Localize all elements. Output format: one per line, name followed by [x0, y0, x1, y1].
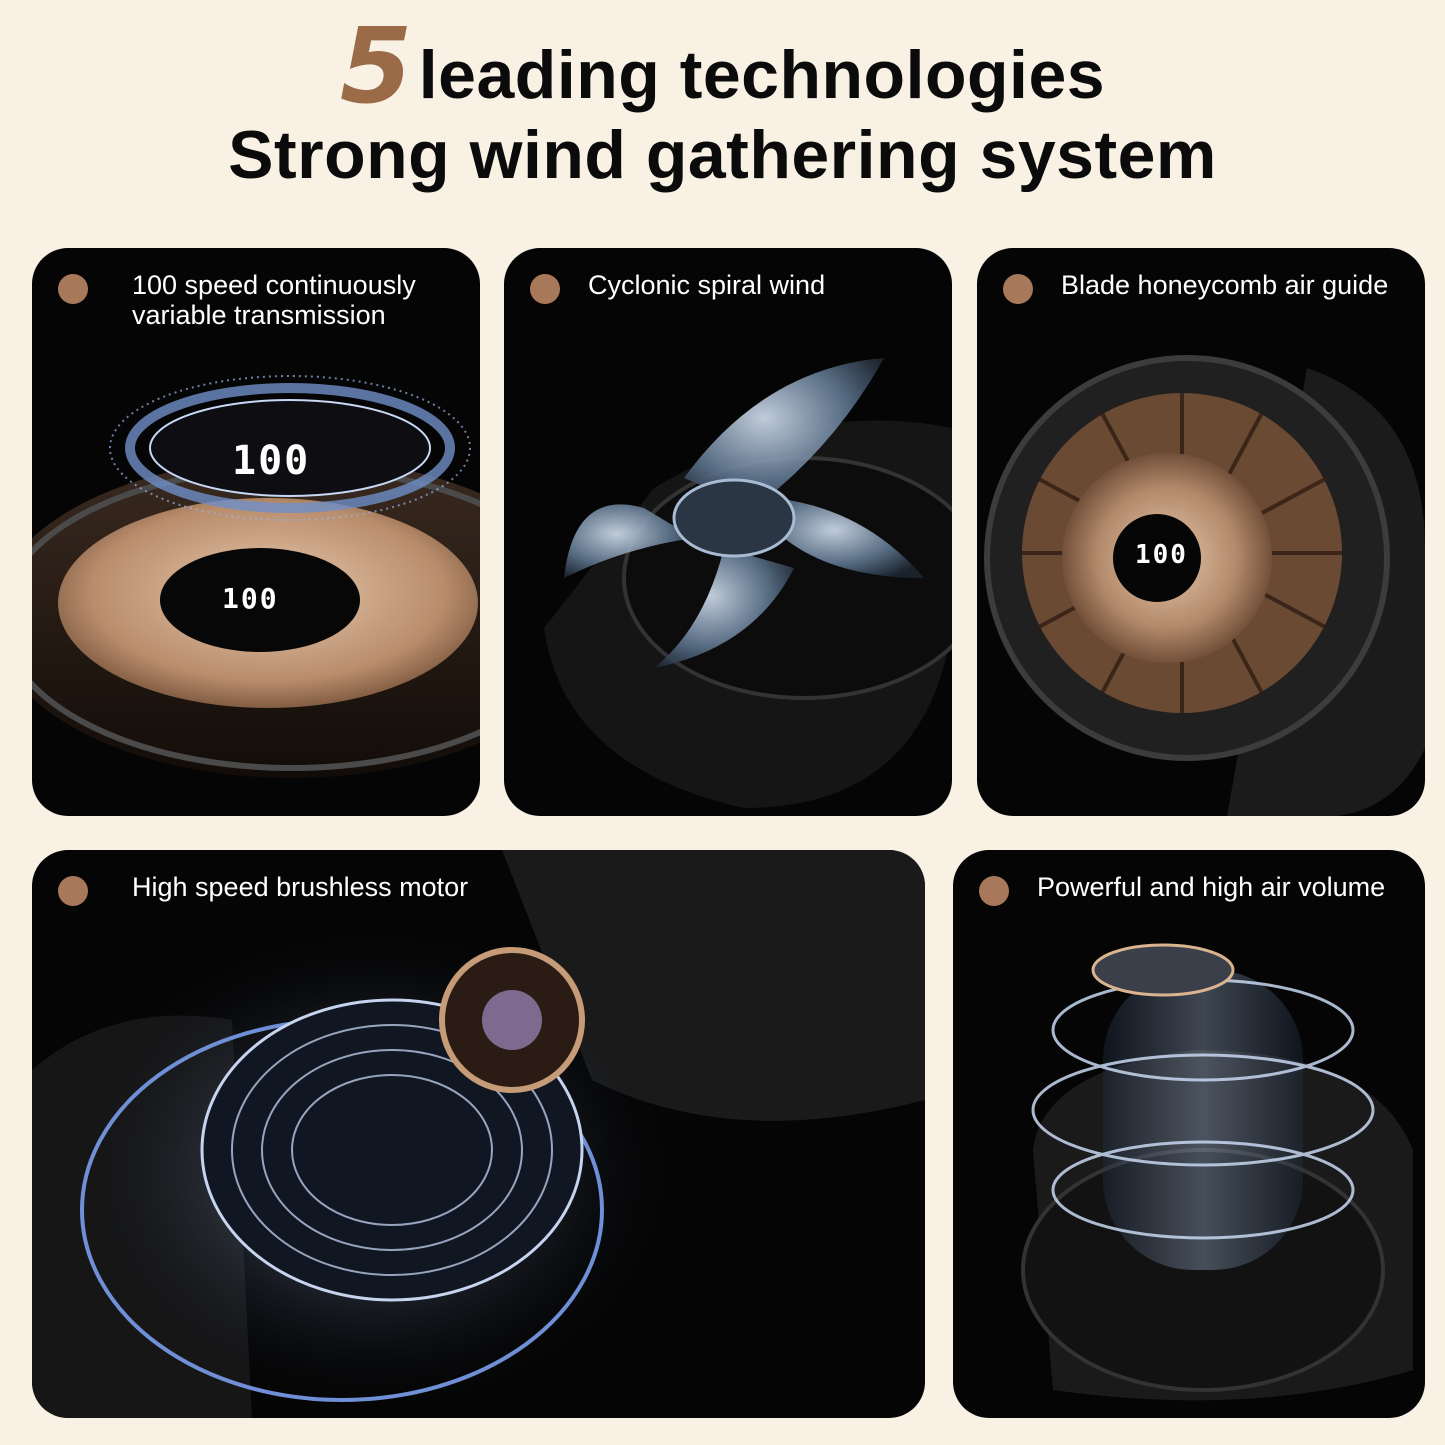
feature-label: Powerful and high air volume — [979, 872, 1385, 906]
headline-line2: Strong wind gathering system — [228, 117, 1217, 193]
feature-label-text: 100 speed continuously variable transmis… — [132, 270, 416, 330]
bullet-dot — [1003, 274, 1033, 304]
fan-front-image — [984, 355, 1425, 816]
feature-label-text: Cyclonic spiral wind — [588, 270, 826, 300]
spiral-blades-image — [544, 358, 952, 808]
bullet-dot — [58, 876, 88, 906]
speed-readout-center: 100 — [222, 582, 279, 615]
feature-card-motor: High speed brushless motor — [32, 850, 925, 1418]
feature-label-text: High speed brushless motor — [132, 872, 469, 902]
speed-readout-front: 100 — [1135, 540, 1188, 570]
air-volume-image — [1021, 943, 1413, 1401]
feature-card-speed: 100 speed continuously variable transmis… — [32, 248, 480, 816]
feature-label: Blade honeycomb air guide — [1003, 270, 1388, 304]
brushless-motor-image — [32, 850, 925, 1418]
feature-card-honeycomb: Blade honeycomb air guide 100 — [977, 248, 1425, 816]
feature-card-cyclonic: Cyclonic spiral wind — [504, 248, 952, 816]
headline-number: 5 — [339, 5, 413, 127]
feature-label: High speed brushless motor — [58, 872, 468, 906]
speed-readout-top: 100 — [232, 438, 311, 484]
bullet-dot — [530, 274, 560, 304]
feature-label: Cyclonic spiral wind — [530, 270, 825, 304]
headline-line1-text: leading technologies — [418, 37, 1106, 113]
feature-label-text: Blade honeycomb air guide — [1061, 270, 1389, 300]
bullet-dot — [58, 274, 88, 304]
feature-label: 100 speed continuously variable transmis… — [58, 270, 416, 330]
headline: 5leading technologies Strong wind gather… — [0, 14, 1445, 195]
headline-line1: 5leading technologies — [0, 14, 1445, 123]
feature-label-text: Powerful and high air volume — [1037, 872, 1386, 902]
feature-card-air-volume: Powerful and high air volume — [953, 850, 1425, 1418]
fan-display-image — [32, 375, 480, 778]
bullet-dot — [979, 876, 1009, 906]
